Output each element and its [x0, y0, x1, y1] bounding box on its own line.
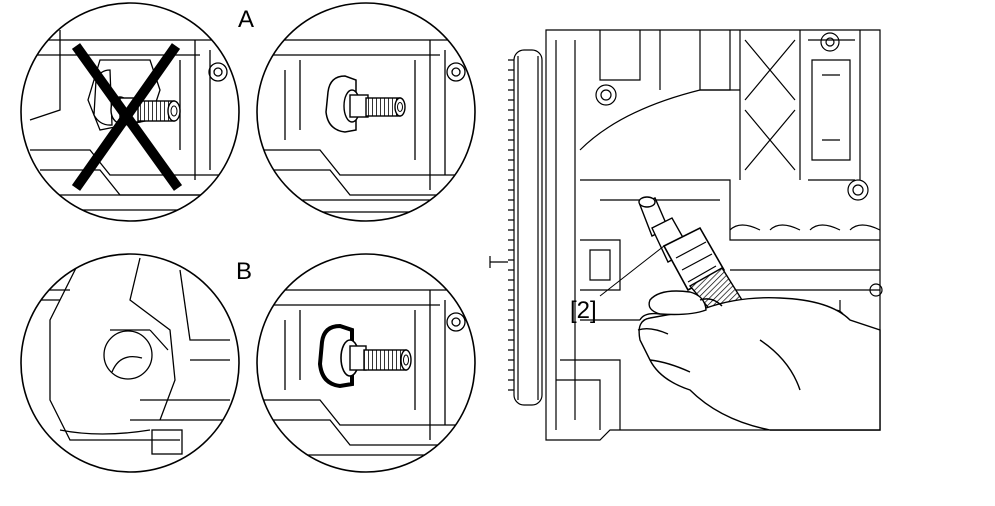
detail-a-incorrect	[20, 2, 240, 222]
ring-gear	[489, 49, 543, 406]
step-label-b: B	[236, 258, 253, 285]
detail-b-installed	[256, 253, 476, 473]
callout-label: [2]	[570, 297, 597, 324]
bolt-stud-a2	[325, 75, 406, 133]
x-mark-icon	[71, 43, 183, 191]
detail-frame	[256, 2, 476, 222]
detail-a-correct	[256, 2, 476, 222]
detail-b-socket	[20, 253, 240, 473]
detail-frame	[256, 253, 476, 473]
detail-frame	[20, 253, 240, 473]
bolt-stud-b2	[317, 323, 412, 389]
hand-illustration	[637, 290, 881, 431]
callout-leader	[599, 245, 665, 297]
step-label-a: A	[238, 6, 255, 33]
detail-frame	[20, 2, 240, 222]
